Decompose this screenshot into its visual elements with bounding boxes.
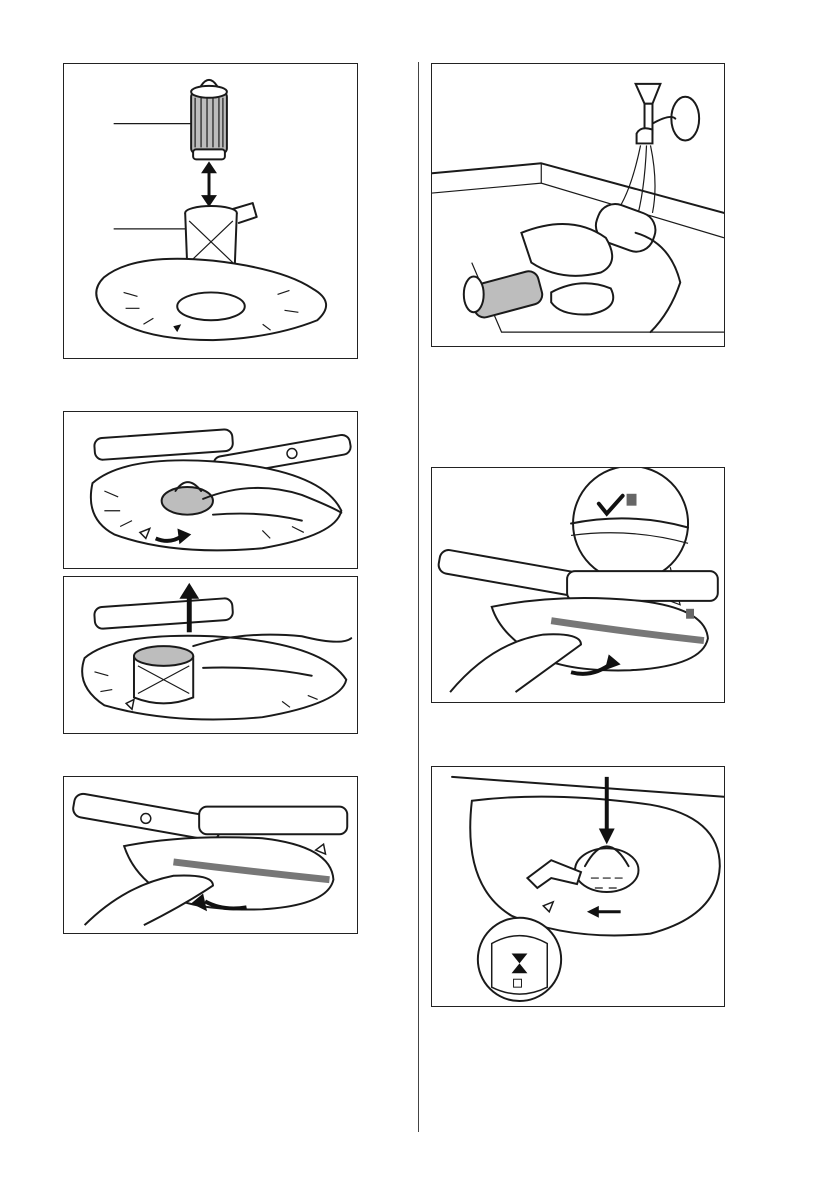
panel-reinsert-filter (431, 766, 725, 1007)
down-arrow-icon (432, 767, 724, 1006)
rotate-arrow-icon (64, 412, 357, 568)
tap-water-icon (432, 64, 724, 346)
up-arrow-icon (64, 577, 357, 733)
checkmark-icon (432, 468, 724, 702)
panel-rotate-spray-arm (63, 776, 358, 934)
panel-check-spray-arm (431, 467, 725, 703)
panel-rinse-filter (431, 63, 725, 347)
rotate-arrow-icon (64, 777, 357, 933)
panel-filter-parts (63, 63, 358, 359)
column-divider (418, 62, 419, 1132)
panel-lift-filter (63, 576, 358, 734)
filter-assembly-icon (64, 64, 357, 358)
panel-turn-filter (63, 411, 358, 569)
